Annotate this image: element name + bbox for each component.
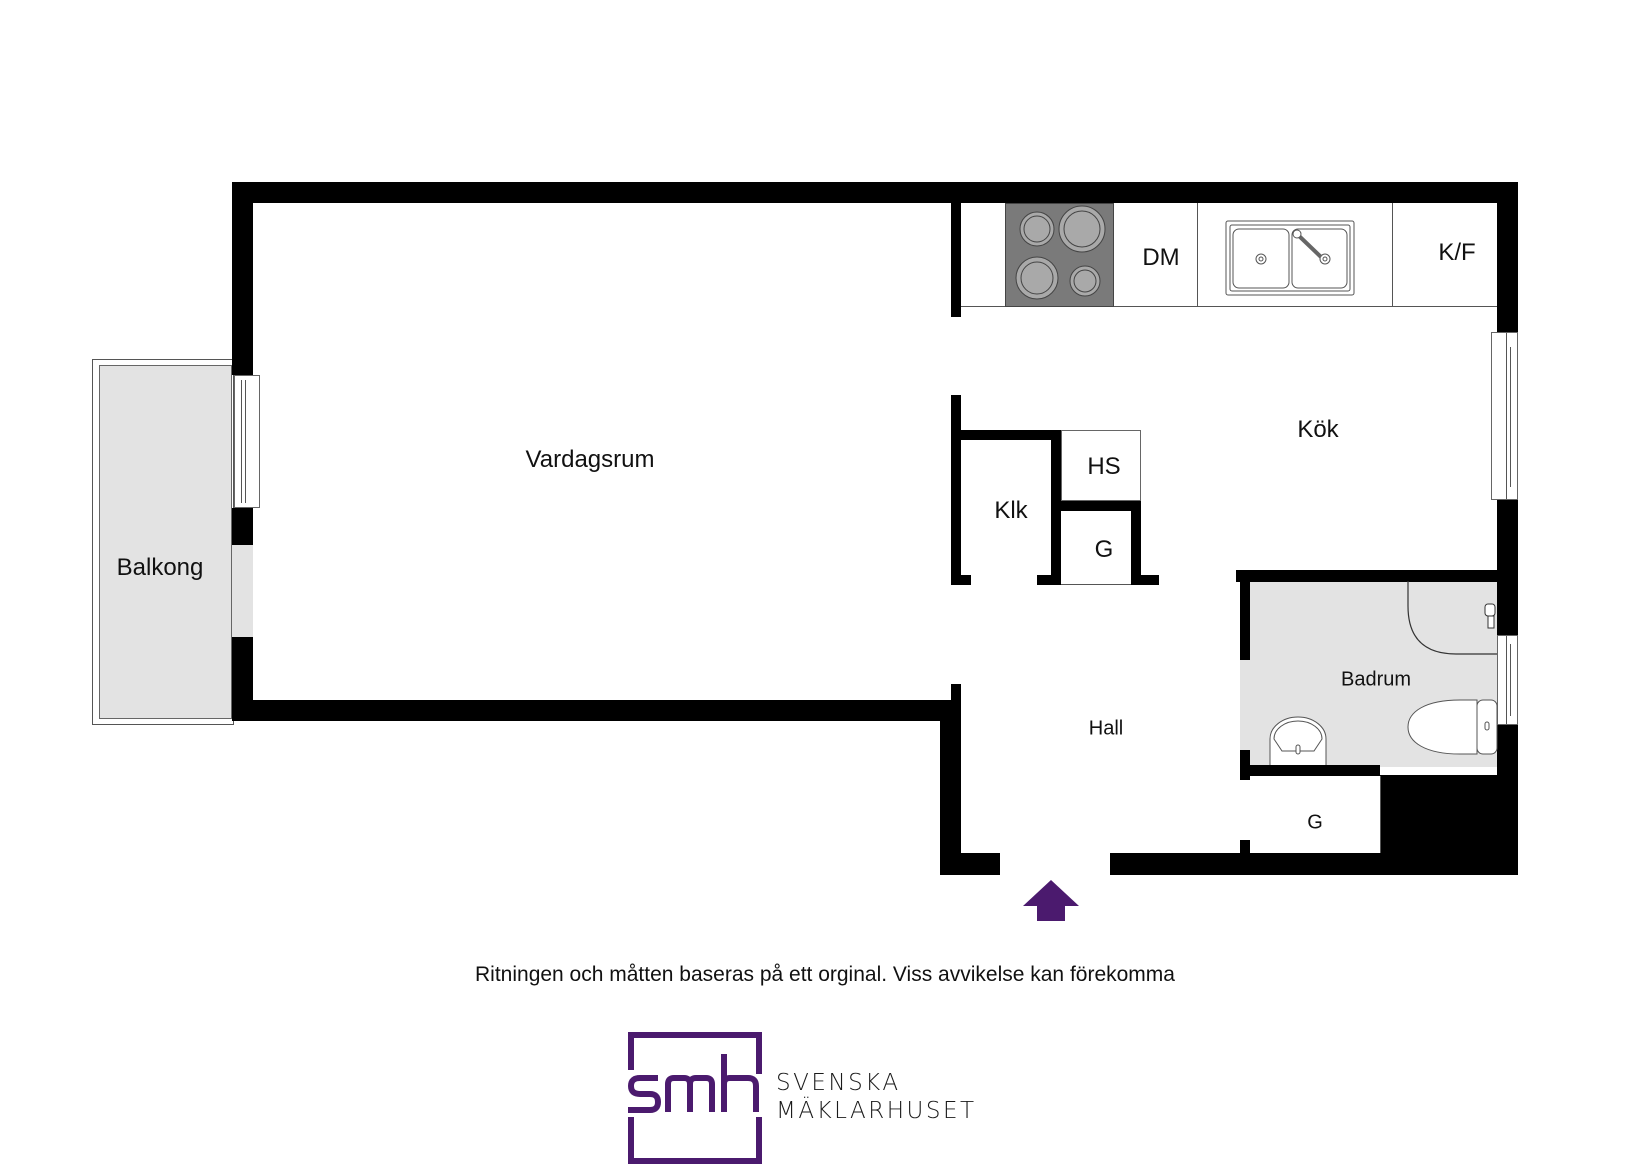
wall-left-upper [232, 182, 253, 375]
balcony-door-threshold [232, 545, 253, 637]
g-hall-closet-edge [1380, 776, 1381, 853]
wall-living-bottom [232, 700, 961, 721]
wall-closet-top [951, 430, 1061, 440]
room-label-hall: Hall [1088, 717, 1124, 740]
wall-top [232, 182, 1518, 203]
wall-g2-stub [1240, 840, 1250, 855]
wall-closet-stub-mid [1037, 575, 1061, 585]
room-label-g-closet: G [1094, 536, 1114, 563]
wall-hall-left [940, 700, 961, 875]
room-label-kok: Kök [1297, 416, 1339, 443]
counter-divider-1 [1197, 203, 1198, 307]
washbasin-icon [1269, 716, 1327, 765]
wall-left-mid [232, 508, 253, 545]
wall-g-right [1131, 501, 1141, 585]
toilet-icon [1407, 699, 1498, 755]
smh-logo-mark-icon [627, 1032, 762, 1164]
disclaimer-text: Ritningen och måtten baseras på ett orgi… [475, 963, 1175, 986]
shower-curve-icon [1407, 581, 1497, 655]
room-label-klk: Klk [994, 497, 1028, 524]
brand-logo: SVENSKA MÄKLARHUSET [627, 1030, 988, 1166]
kitchen-partition [951, 203, 961, 317]
wall-g-stub [1131, 575, 1159, 585]
stove [1005, 203, 1114, 307]
room-label-hs: HS [1087, 453, 1121, 480]
wall-g-top [1061, 501, 1141, 511]
wall-bath-bottom [1240, 765, 1380, 776]
wall-closet-left [951, 395, 961, 585]
room-label-badrum: Badrum [1340, 668, 1412, 691]
room-label-vardagsrum: Vardagsrum [525, 446, 655, 473]
counter-edge [961, 306, 1497, 307]
logo-line-2: MÄKLARHUSET [776, 1098, 977, 1124]
fridge-freezer-label: K/F [1438, 239, 1476, 266]
g-closet-front [1061, 584, 1131, 585]
window-bathroom [1497, 635, 1518, 725]
counter-divider-2 [1392, 203, 1393, 307]
wall-closet-stub-left [951, 575, 971, 585]
hs-cabinet [1061, 430, 1141, 501]
wall-right-mid [1497, 500, 1518, 635]
wall-right-upper [1497, 182, 1518, 332]
wall-bottom-left-stub [940, 853, 1000, 875]
logo-line-1: SVENSKA [776, 1070, 901, 1096]
wall-bath-left [1240, 570, 1250, 660]
room-label-g-hall: G [1307, 811, 1323, 834]
floor-plan: DM K/F [92, 182, 1518, 921]
entrance-arrow-icon [1023, 880, 1079, 921]
shower-tap-icon [1484, 603, 1496, 629]
wall-closet-mid [1051, 430, 1061, 585]
dishwasher-label: DM [1142, 244, 1180, 271]
sink-icon [1225, 220, 1355, 296]
stove-burners-icon [1015, 205, 1106, 300]
balcony-floor [99, 365, 232, 719]
shaft-block [1380, 775, 1518, 875]
wall-bath-top [1236, 570, 1497, 582]
window-kitchen [1491, 332, 1518, 500]
window-living [234, 375, 260, 508]
room-label-balkong: Balkong [116, 554, 204, 581]
wall-hall-left-stub [951, 684, 961, 704]
